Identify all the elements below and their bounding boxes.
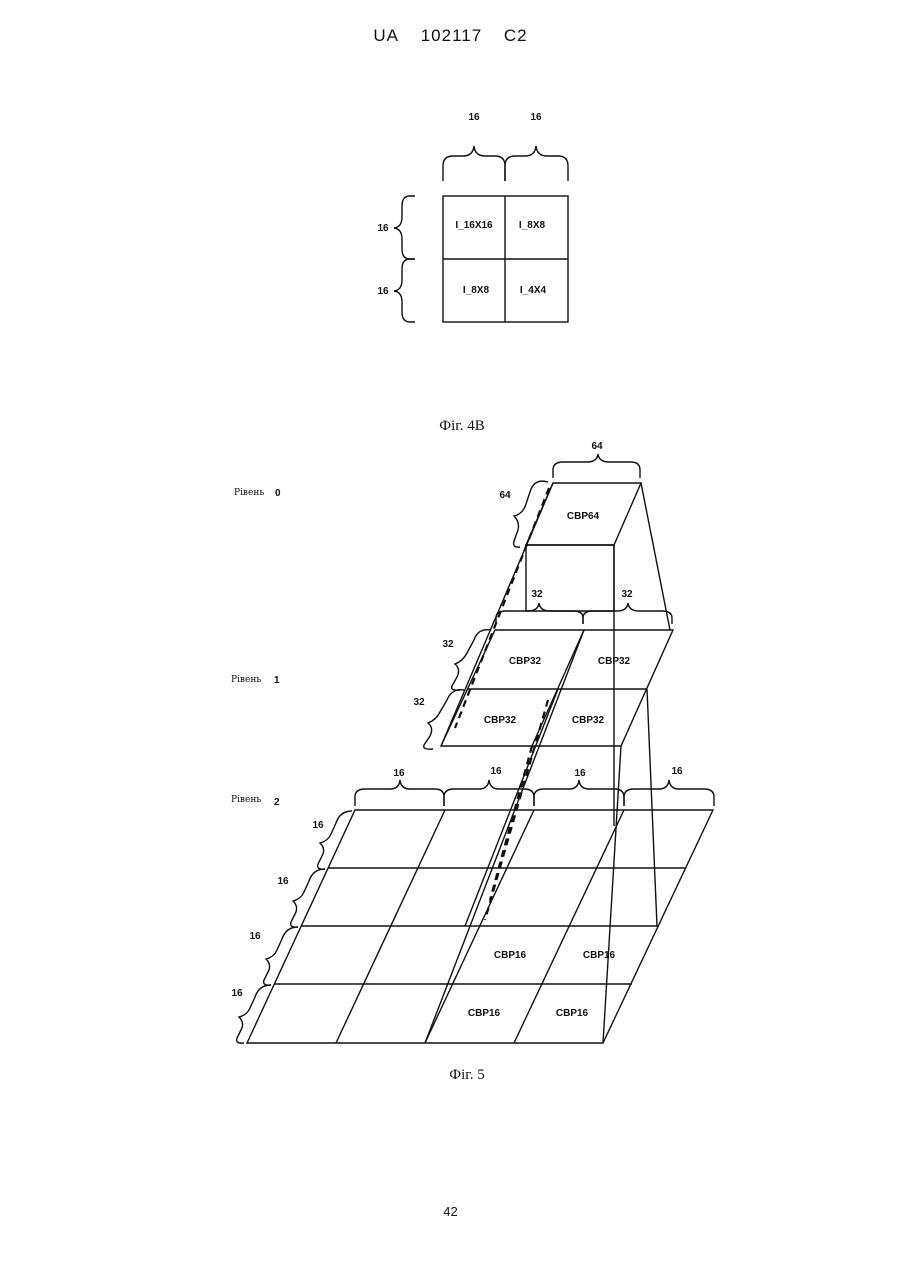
connector-l1-right (647, 689, 657, 926)
level2-top-dim-3: 16 (574, 768, 586, 779)
level1-top-brace-2 (583, 603, 672, 624)
level0-side-dim: 64 (499, 490, 511, 501)
level1-block-4: CBP32 (572, 715, 605, 726)
connector-l1-split (425, 630, 584, 1043)
level2-block-3: CBP16 (468, 1008, 501, 1019)
level2-top-brace-3 (534, 780, 624, 806)
level2-side-brace-2 (291, 869, 325, 927)
level1-block-3: CBP32 (484, 715, 517, 726)
fig4b-cell-1: I_16X16 (455, 220, 493, 231)
level0-block-label: CBP64 (567, 511, 600, 522)
level0-top-brace (553, 454, 640, 478)
fig4b-top-dim-1: 16 (468, 112, 480, 123)
fig4b-left-brace-2 (394, 259, 415, 322)
level2-top-brace-4 (624, 780, 714, 806)
level-1-word: Рівень (231, 675, 261, 685)
level-2-number: 2 (274, 797, 280, 808)
level2-top-dim-2: 16 (490, 766, 502, 777)
fig4b-top-dim-2: 16 (530, 112, 542, 123)
page-number: 42 (0, 1204, 901, 1219)
level0-block-face (526, 545, 614, 611)
fig4b-left-brace-1 (394, 196, 415, 259)
fig4b-caption: Фіг. 4B (439, 418, 484, 434)
level1-side-dim-2: 32 (413, 697, 425, 708)
level2-side-brace-3 (264, 927, 298, 985)
connector-l1-bottom (603, 746, 621, 1043)
level0-top-dim: 64 (591, 441, 603, 452)
level2-side-dim-1: 16 (312, 820, 324, 831)
level1-top-brace-1 (496, 603, 583, 624)
dashed-line-l0-l1 (455, 488, 549, 728)
level2-block-4: CBP16 (556, 1008, 589, 1019)
fig4b-top-brace-2 (505, 146, 568, 181)
level2-top-dim-1: 16 (393, 768, 405, 779)
level2-top-brace-1 (355, 780, 444, 806)
fig4b-cell-4: I_4X4 (520, 285, 547, 296)
level1-block-1: CBP32 (509, 656, 542, 667)
level2-block-2: CBP16 (583, 950, 616, 961)
level2-side-dim-2: 16 (277, 876, 289, 887)
connector-l0-right (641, 483, 670, 630)
level1-top-dim-2: 32 (621, 589, 633, 600)
fig4b-left-dim-2: 16 (377, 286, 389, 297)
fig4b-cell-2: I_8X8 (519, 220, 546, 231)
level2-top-dim-4: 16 (671, 766, 683, 777)
level2-side-dim-4: 16 (231, 988, 243, 999)
fig4b-diagram: 16 16 16 16 I_16X16 I_8X8 I_8X8 I_4X4 Фі… (377, 112, 568, 434)
level2-block-1: CBP16 (494, 950, 527, 961)
level-0-number: 0 (275, 488, 281, 499)
fig4b-top-brace-1 (443, 146, 505, 181)
fig5-diagram: Рівень 0 Рівень 1 Рівень 2 64 64 CBP64 3… (231, 441, 714, 1083)
level1-plane (441, 630, 673, 746)
fig4b-left-dim-1: 16 (377, 223, 389, 234)
level2-side-dim-3: 16 (249, 931, 261, 942)
level-2-word: Рівень (231, 795, 261, 805)
level-1-number: 1 (274, 675, 280, 686)
fig4b-cell-3: I_8X8 (463, 285, 490, 296)
level-0-word: Рівень (234, 488, 264, 498)
level1-top-dim-1: 32 (531, 589, 543, 600)
fig5-caption: Фіг. 5 (449, 1067, 484, 1083)
level1-side-dim-1: 32 (442, 639, 454, 650)
